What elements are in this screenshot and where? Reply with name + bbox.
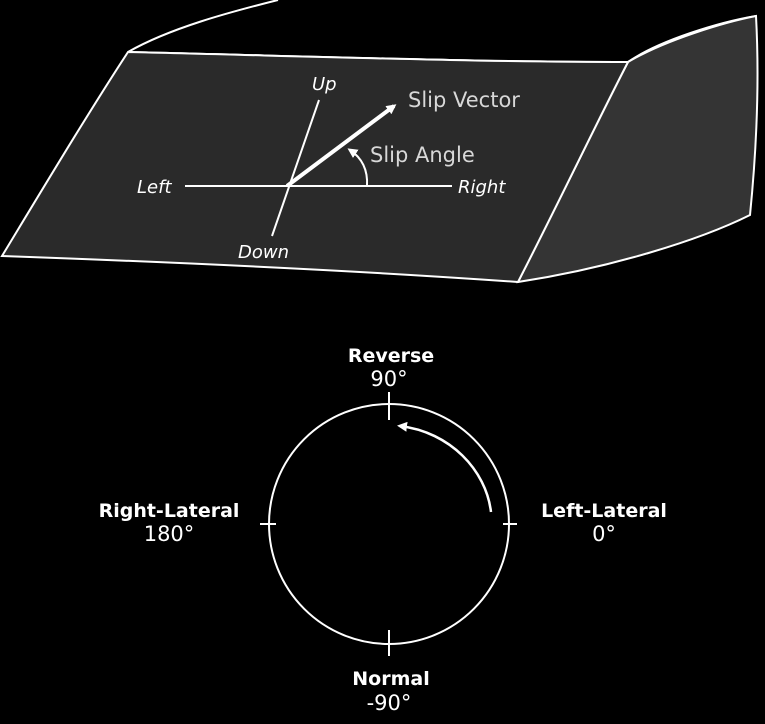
slip-vector-arrow [285, 104, 397, 188]
label-slip-vector: Slip Vector [408, 88, 520, 112]
normal-label: Normal [352, 668, 429, 690]
left-lateral-angle: 0° [592, 522, 616, 546]
fault-block: Up Down Left Right Slip Vector Slip Angl… [0, 0, 759, 284]
label-left: Left [137, 177, 172, 198]
label-up: Up [312, 74, 337, 95]
label-down: Down [238, 242, 289, 263]
left-lateral-label: Left-Lateral [541, 500, 667, 522]
reverse-label: Reverse [348, 345, 434, 367]
normal-angle: -90° [367, 691, 412, 715]
reverse-angle: 90° [370, 367, 407, 391]
compass-circle [268, 403, 510, 645]
slip-angle-compass: Reverse 90° Left-Lateral 0° Right-Latera… [99, 345, 667, 715]
label-slip-angle: Slip Angle [370, 143, 475, 167]
label-right: Right [458, 177, 506, 198]
dip-line [271, 99, 320, 237]
right-lateral-label: Right-Lateral [99, 500, 240, 522]
slip-angle-arc [347, 148, 369, 187]
right-lateral-angle: 180° [144, 522, 195, 546]
rotation-arrow [397, 421, 493, 513]
